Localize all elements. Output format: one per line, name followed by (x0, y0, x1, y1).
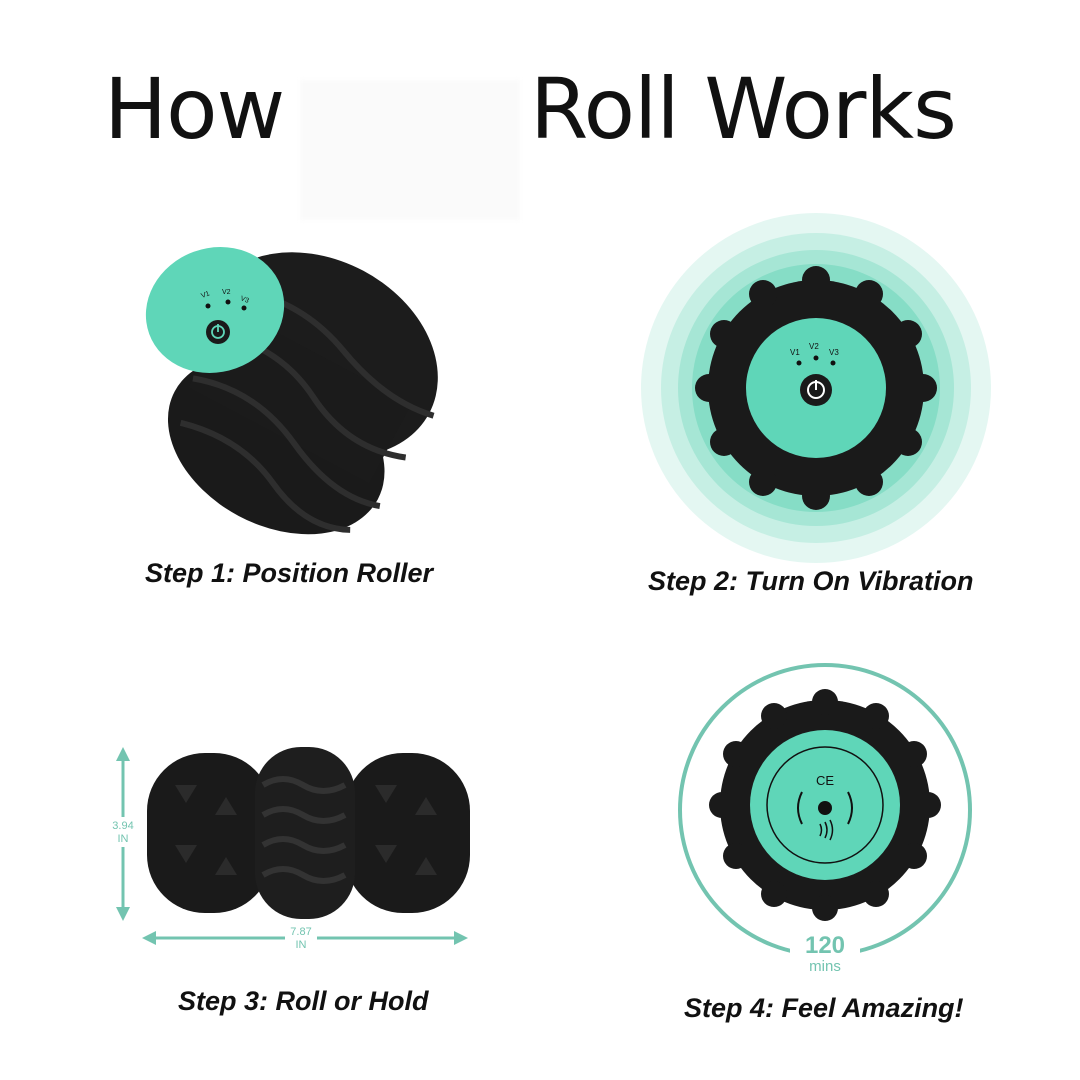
step2-roller-image: V1 V2 V3 (641, 213, 991, 563)
title-word-how: How (104, 60, 285, 158)
page-title: How Roll Works (0, 60, 1080, 220)
step2-v3: V3 (829, 348, 839, 357)
step2-v1: V1 (790, 348, 800, 357)
step1-v3: V3 (239, 295, 250, 305)
step1-roller-image: V1 V2 V3 (145, 247, 438, 535)
title-word-roll-works: Roll Works (530, 60, 957, 158)
step1-v1: V1 (200, 290, 211, 300)
step-2-caption: Step 2: Turn On Vibration (648, 566, 974, 596)
step1-v2: V2 (222, 289, 231, 296)
timer-value: 120 (805, 932, 845, 959)
step-4-caption: Step 4: Feel Amazing! (684, 993, 964, 1023)
height-value: 3.94 (112, 820, 133, 832)
step4-roller-image: 120 mins CE (678, 663, 972, 978)
width-unit: IN (296, 939, 307, 951)
blurred-brand-name (300, 80, 520, 220)
vibration-icon (819, 819, 834, 841)
height-unit: IN (118, 833, 129, 845)
width-value: 7.87 (290, 926, 311, 938)
step-3-caption: Step 3: Roll or Hold (178, 986, 429, 1016)
step-1-caption: Step 1: Position Roller (145, 558, 434, 588)
step2-v2: V2 (809, 342, 819, 351)
ce-mark: CE (816, 773, 834, 788)
step3-roller-image: 3.94 IN 7.87 IN (107, 747, 470, 953)
timer-unit: mins (809, 958, 841, 975)
